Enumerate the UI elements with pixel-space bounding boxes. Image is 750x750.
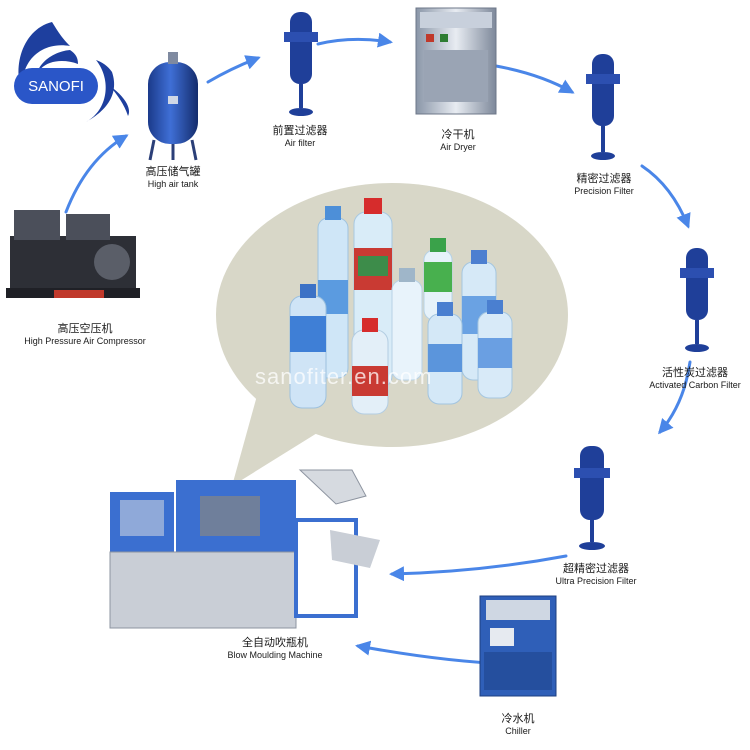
label-cn: 高压空压机 <box>57 322 113 335</box>
label-cn: 活性炭过滤器 <box>662 366 728 379</box>
filter-icon <box>574 446 610 550</box>
label-en: High Pressure Air Compressor <box>24 335 146 346</box>
sanofi-logo-text: SANOFI <box>28 78 84 95</box>
process-flow-arrows <box>64 32 692 666</box>
sanofi-logo: SANOFI <box>14 22 130 122</box>
bottle <box>391 268 423 381</box>
bottle <box>477 300 513 399</box>
arrow-carbon-to-ultra-filter <box>658 360 692 435</box>
label-activated-carbon-filter: 活性炭过滤器 Activated Carbon Filter <box>640 366 750 391</box>
chiller-icon <box>479 595 557 697</box>
label-air-filter: 前置过滤器 Air filter <box>255 124 345 149</box>
bottle <box>427 302 463 405</box>
arrow-tank-to-air-filter <box>206 55 261 84</box>
label-cn: 精密过滤器 <box>576 172 632 185</box>
label-air-dryer: 冷干机 Air Dryer <box>418 128 498 153</box>
label-en: Activated Carbon Filter <box>649 379 741 390</box>
label-cn: 前置过滤器 <box>272 124 328 137</box>
filter-icon <box>586 54 620 160</box>
label-chiller: 冷水机 Chiller <box>478 712 558 737</box>
label-en: Precision Filter <box>574 185 634 196</box>
label-en: Blow Moulding Machine <box>227 649 323 660</box>
arrow-ultra-filter-to-blow-machine <box>389 554 568 582</box>
label-high-air-tank: 高压储气罐 High air tank <box>128 165 218 190</box>
bottle <box>351 318 389 415</box>
label-high-pressure-air-compressor: 高压空压机 High Pressure Air Compressor <box>10 322 160 347</box>
arrow-air-filter-to-dryer <box>316 32 393 48</box>
arrow-precision-to-carbon-filter <box>640 164 691 229</box>
label-cn: 高压储气罐 <box>145 165 201 178</box>
label-cn: 超精密过滤器 <box>563 562 629 575</box>
air-compressor-icon <box>6 210 140 298</box>
label-blow-moulding-machine: 全自动吹瓶机 Blow Moulding Machine <box>205 636 345 661</box>
label-en: Air filter <box>284 137 316 148</box>
label-en: High air tank <box>147 178 199 189</box>
filter-icon <box>680 248 714 352</box>
water-bottles-image <box>289 198 513 415</box>
label-en: Chiller <box>505 725 531 736</box>
arrow-compressor-to-tank <box>64 134 129 214</box>
pressure-tank-icon <box>148 52 198 161</box>
label-precision-filter: 精密过滤器 Precision Filter <box>556 172 652 197</box>
blow-moulding-machine-icon <box>109 469 380 629</box>
label-cn: 全自动吹瓶机 <box>242 636 308 649</box>
filter-icon <box>284 12 318 116</box>
label-en: Air Dryer <box>440 141 476 152</box>
label-cn: 冷干机 <box>441 128 475 141</box>
watermark-text: sanofiter.en.com <box>255 364 433 389</box>
arrow-dryer-to-precision-filter <box>494 64 575 94</box>
label-ultra-precision-filter: 超精密过滤器 Ultra Precision Filter <box>540 562 652 587</box>
dryer-icon <box>415 7 497 115</box>
label-en: Ultra Precision Filter <box>555 575 637 586</box>
bottle <box>289 284 327 409</box>
label-cn: 冷水机 <box>501 712 535 725</box>
